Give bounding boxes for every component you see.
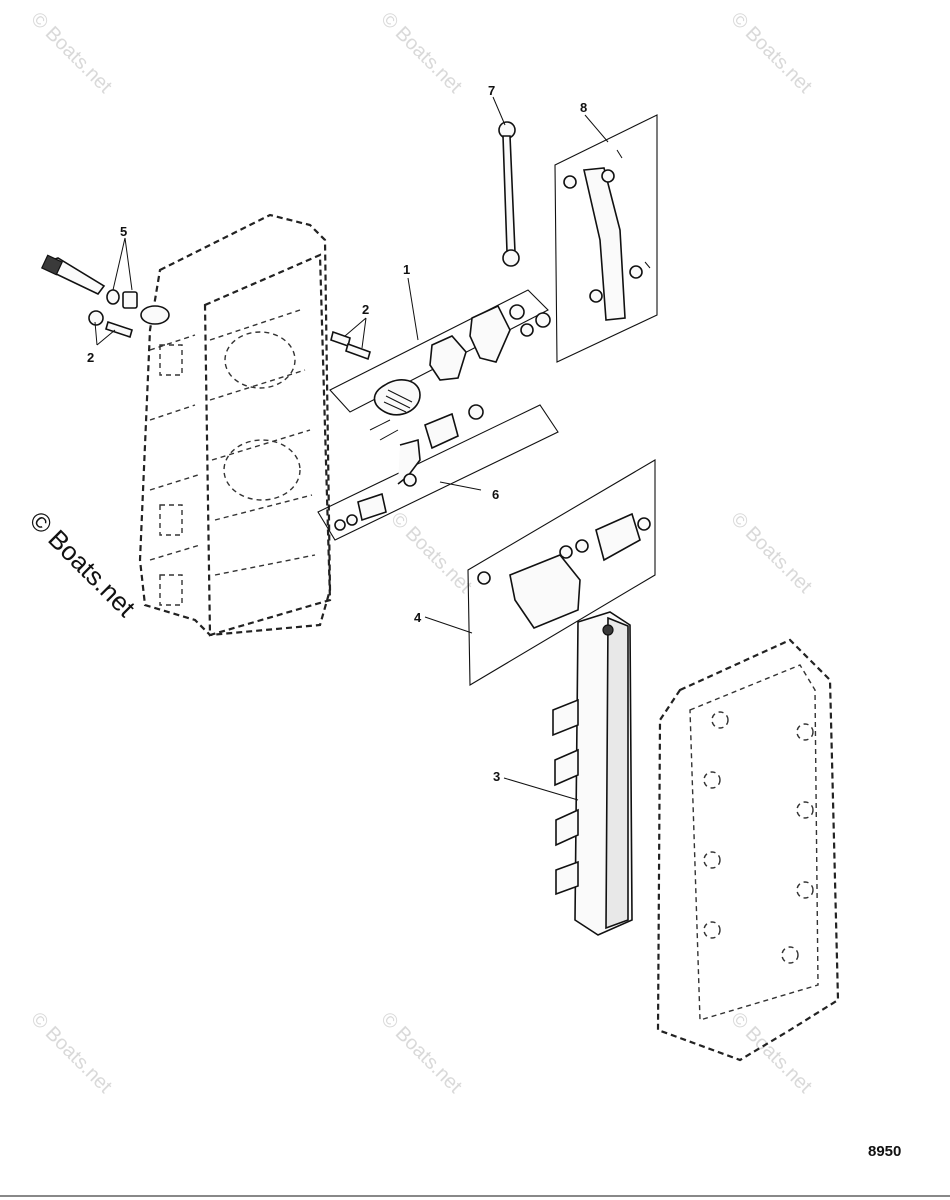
throttle-lever-kit	[554, 114, 658, 363]
bolt-assembly	[40, 254, 170, 339]
shift-kit	[317, 404, 559, 541]
callout-4: 4	[414, 610, 422, 625]
callout-3: 3	[493, 769, 500, 784]
callout-2b: 2	[87, 350, 94, 365]
watermark-top-center: © Boats.net	[376, 8, 466, 98]
watermark-top-right: © Boats.net	[726, 8, 816, 98]
callout-8: 8	[580, 100, 587, 115]
valve-kit	[467, 459, 656, 686]
leader-lines	[94, 96, 609, 801]
callout-7: 7	[488, 83, 495, 98]
figure-number: 8950	[868, 1143, 901, 1160]
manifold-rail	[552, 611, 633, 936]
watermark-mid-right: © Boats.net	[726, 508, 816, 598]
watermark-top-left: © Boats.net	[26, 8, 116, 98]
cover-plate-ghost	[656, 638, 840, 1062]
screw-pair	[330, 330, 371, 361]
linkage-kit	[329, 289, 551, 441]
engine-block-ghost	[138, 213, 332, 637]
callouts: 1 2 2 3 4 5 6 7 8	[87, 83, 587, 784]
watermark-bottom-left: © Boats.net	[26, 1008, 116, 1098]
watermark-bottom-right: © Boats.net	[726, 1008, 816, 1098]
watermark-mid-center: © Boats.net	[386, 508, 476, 598]
callout-2a: 2	[362, 302, 369, 317]
linkage-rod	[498, 121, 520, 267]
callout-5: 5	[120, 224, 127, 239]
watermark-bottom-center: © Boats.net	[376, 1008, 466, 1098]
watermark-large: © Boats.net	[24, 505, 142, 623]
callout-1: 1	[403, 262, 410, 277]
callout-6: 6	[492, 487, 499, 502]
